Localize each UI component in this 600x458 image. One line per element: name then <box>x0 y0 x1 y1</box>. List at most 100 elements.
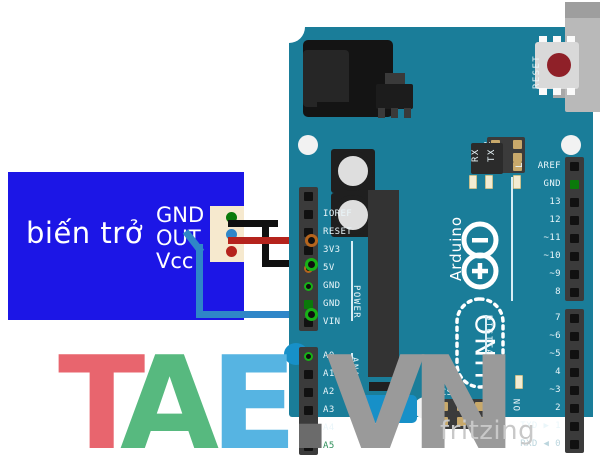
icsp-label: ICSP <box>435 388 459 398</box>
icsp-pad-2 <box>457 402 466 411</box>
digital-pin-13[interactable] <box>570 198 579 207</box>
tx-led-label: TX <box>487 148 497 162</box>
digital-label-11: ~11 <box>543 233 561 243</box>
icsp2-pad-6 <box>513 162 522 171</box>
signal-wire-seg1[interactable] <box>196 244 203 318</box>
capacitor-1 <box>333 151 373 191</box>
module-terminal-vcc[interactable] <box>226 246 237 257</box>
arduino-uno-board[interactable]: RESET ICSP2 RX TX L Arduino <box>284 2 600 455</box>
rx-led-label: RX <box>471 148 481 162</box>
module-terminal-gnd[interactable] <box>226 212 237 223</box>
watermark-char-v: V <box>326 330 426 458</box>
regulator-leg-1 <box>378 108 385 118</box>
bottom-pad <box>351 395 417 423</box>
power-label-3v3: 3V3 <box>323 245 341 255</box>
analog-pin-a4[interactable] <box>304 424 313 433</box>
reset-button-cap[interactable] <box>547 53 571 77</box>
watermark-char-n: N <box>410 330 518 458</box>
digital-pin-3[interactable] <box>570 386 579 395</box>
regulator-leg-2 <box>391 108 398 118</box>
digital-header-bottom[interactable] <box>565 309 584 453</box>
fritzing-watermark: fritzing <box>440 416 536 446</box>
digital-label-13: 13 <box>549 197 561 207</box>
power-pin-ioref[interactable] <box>304 210 313 219</box>
digital-pin-9[interactable] <box>570 270 579 279</box>
potentiometer-module[interactable]: biến trở GND OUT Vcc <box>8 172 244 320</box>
reset-leg-bl <box>539 88 547 95</box>
digital-pin-1-txd[interactable] <box>570 422 579 431</box>
analog-pin-a0[interactable] <box>304 352 313 361</box>
digital-pin-aref[interactable] <box>570 162 579 171</box>
power-pin-reset[interactable] <box>304 228 313 237</box>
power-label-gnd2: GND <box>323 299 341 309</box>
digital-pin-7[interactable] <box>570 314 579 323</box>
watermark-char-e: E <box>210 330 298 458</box>
digital-pin-10[interactable] <box>570 252 579 261</box>
digital-label-2: 2 <box>555 403 561 413</box>
gnd-wire-seg1[interactable] <box>228 220 278 227</box>
regulator-leg-3 <box>404 108 411 118</box>
digital-pin-8[interactable] <box>570 288 579 297</box>
vcc-wire-seg1[interactable] <box>228 237 310 244</box>
reset-leg-bm <box>553 88 561 95</box>
digital-pin-2[interactable] <box>570 404 579 413</box>
icsp2-pad-2 <box>513 140 522 149</box>
digital-pin-5[interactable] <box>570 350 579 359</box>
digital-label-5: ~5 <box>549 349 561 359</box>
arduino-infinity-logo <box>461 221 499 290</box>
smd-component <box>369 382 397 391</box>
vcc-wire-endpoint[interactable] <box>305 234 318 247</box>
power-label-vin: VIN <box>323 317 341 327</box>
regulator-tab <box>385 73 405 85</box>
mounting-hole-bottom <box>414 397 436 419</box>
module-terminal-out[interactable] <box>226 229 237 240</box>
gnd-wire-seg3[interactable] <box>262 260 310 267</box>
power-pin-gnd1[interactable] <box>304 282 313 291</box>
power-pin-blank[interactable] <box>304 192 313 201</box>
analog-pin-a1[interactable] <box>304 370 313 379</box>
power-led <box>515 375 523 389</box>
power-pin-gnd2[interactable] <box>304 300 313 309</box>
watermark-char-a: A <box>120 330 220 458</box>
analog-pin-a5[interactable] <box>304 442 313 451</box>
mounting-hole-topright <box>561 135 581 155</box>
analog-pin-a3[interactable] <box>304 406 313 415</box>
icsp2-pad-4 <box>513 153 522 162</box>
icsp-pad-6 <box>475 417 484 426</box>
power-label-gnd1: GND <box>323 281 341 291</box>
power-pin-3v3[interactable] <box>304 246 313 255</box>
watermark: T A E . V N <box>58 330 600 458</box>
digital-label-10: ~10 <box>543 251 561 261</box>
signal-wire-endpoint[interactable] <box>305 308 318 321</box>
digital-label-3: ~3 <box>549 385 561 395</box>
power-pin-vin[interactable] <box>304 318 313 327</box>
digital-label-9: ~9 <box>549 269 561 279</box>
analog-label-a1: A1 <box>323 369 335 379</box>
power-separator-line <box>351 241 353 321</box>
digital-pin-4[interactable] <box>570 368 579 377</box>
digital-pin-0-rxd[interactable] <box>570 440 579 449</box>
l-led <box>513 175 521 189</box>
digital-label-aref: AREF <box>537 161 561 171</box>
analog-label-a3: A3 <box>323 405 335 415</box>
digital-pin-12[interactable] <box>570 216 579 225</box>
analog-header[interactable] <box>299 347 318 455</box>
signal-wire-seg2[interactable] <box>196 311 312 318</box>
analog-separator-line <box>351 353 353 417</box>
crystal-oscillator <box>471 143 503 174</box>
analog-pin-a2[interactable] <box>304 388 313 397</box>
gnd-wire-endpoint[interactable] <box>305 258 318 271</box>
reset-leg-tm <box>553 36 561 43</box>
digital-pin-6[interactable] <box>570 332 579 341</box>
digital-label-0: RXD ◀ 0 <box>520 439 561 449</box>
icsp-pad-3 <box>475 402 484 411</box>
icsp-pad-1 <box>439 402 448 411</box>
power-label-ioref: IOREF <box>323 209 353 219</box>
digital-pin-11[interactable] <box>570 234 579 243</box>
digital-header-top[interactable] <box>565 157 584 301</box>
tx-led <box>485 175 493 189</box>
analog-label-a5: A5 <box>323 441 335 451</box>
digital-pin-gnd[interactable] <box>570 180 579 189</box>
module-label: biến trở <box>26 216 143 250</box>
